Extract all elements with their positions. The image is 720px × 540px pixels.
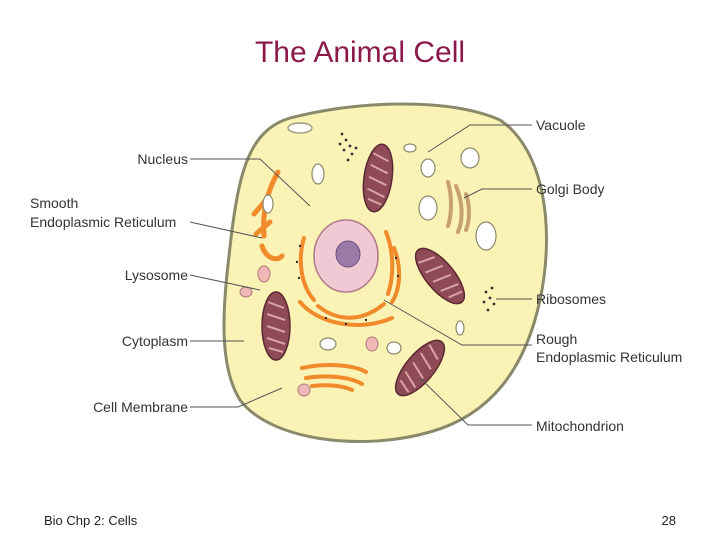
label-vacuole: Vacuole [536, 117, 586, 133]
footer-course-label: Bio Chp 2: Cells [44, 513, 138, 528]
leader-lines [189, 124, 532, 426]
lysosomes [239, 265, 379, 397]
label-rough-er-2: Endoplasmic Reticulum [536, 349, 682, 365]
ribosome-dots-er [295, 244, 400, 326]
free-ribosomes [338, 132, 496, 312]
label-smooth-er-2: Endoplasmic Reticulum [30, 214, 176, 230]
nucleolus [335, 240, 361, 268]
label-nucleus: Nucleus [137, 151, 188, 167]
label-mitochondrion: Mitochondrion [536, 418, 624, 434]
label-golgi-body: Golgi Body [536, 181, 604, 197]
label-lysosome: Lysosome [125, 267, 189, 283]
page-number: 28 [661, 513, 676, 528]
label-ribosomes: Ribosomes [536, 291, 606, 307]
rough-er-perinuclear [298, 230, 401, 327]
label-cytoplasm: Cytoplasm [122, 333, 188, 349]
mitochondrion-left [261, 291, 291, 361]
slide-title: The Animal Cell [254, 36, 466, 69]
label-smooth-er-1: Smooth [30, 195, 78, 211]
label-cell-membrane: Cell Membrane [93, 399, 188, 415]
rough-er-lower [300, 363, 368, 392]
cell-membrane [222, 102, 548, 443]
vacuoles [262, 122, 497, 355]
label-rough-er-1: Rough [536, 331, 577, 347]
